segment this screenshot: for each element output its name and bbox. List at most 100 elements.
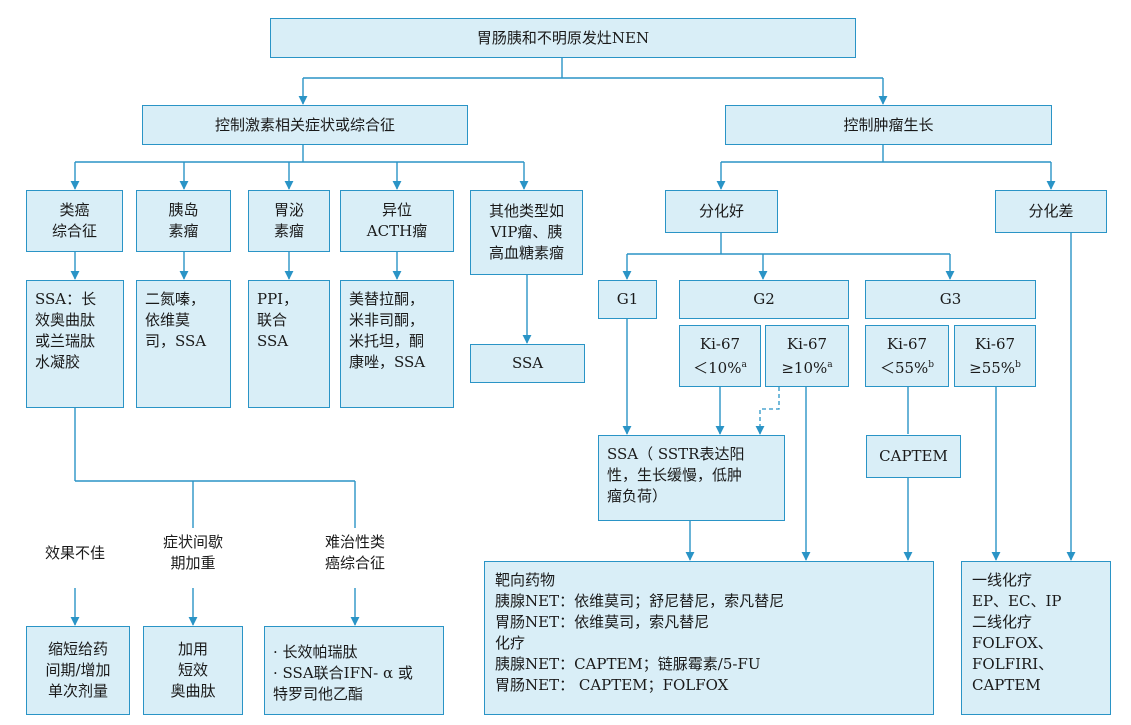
footnote-mark: b (928, 359, 935, 370)
ki67-line: Ki-67 (699, 334, 741, 353)
ssa-sstr-line: 瘤负荷） (607, 487, 668, 505)
diff-poor-box: 分化差 (995, 190, 1107, 233)
hormone-control-label: 控制激素相关症状或综合征 (214, 115, 395, 134)
ki67-line: ＜10%a (693, 355, 747, 379)
ssa-sstr-box: SSA（ SSTR表达阳 性，生长缓慢，低肿 瘤负荷） (598, 435, 785, 521)
footnote-mark: a (827, 359, 833, 370)
syndrome-box-ectopic-acth: 异位 ACTH瘤 (340, 190, 454, 252)
ki67-value: ≥55% (969, 358, 1016, 377)
targeted-line: 胰腺NET：依维莫司；舒尼替尼，索凡替尼 (495, 592, 785, 610)
outcome-line: 期加重 (170, 554, 216, 572)
chemo-line: EP、EC、IP (972, 592, 1062, 610)
treatment-line: 联合 (257, 311, 288, 329)
syndrome-line: 综合征 (51, 222, 97, 240)
targeted-line: 胃肠NET： CAPTEM；FOLFOX (495, 676, 729, 694)
ki67-box-lt10: Ki-67 ＜10%a (679, 325, 761, 387)
action-line: 单次剂量 (47, 682, 108, 700)
grade-g3-box: G3 (865, 280, 1036, 319)
syndrome-line: ACTH瘤 (366, 222, 428, 240)
outcome-label-refractory: 难治性类 癌综合征 (300, 532, 410, 574)
syndrome-line: 素瘤 (273, 222, 304, 240)
treatment-line: 司，SSA (145, 332, 207, 350)
chemo-line: FOLFIRI、 (972, 655, 1054, 673)
targeted-line: 化疗 (495, 634, 526, 652)
syndrome-line: 高血糖素瘤 (488, 244, 564, 262)
treatment-line: SSA (257, 332, 289, 350)
syndrome-box-carcinoid: 类癌 综合征 (26, 190, 123, 252)
grade-g2-label: G2 (753, 290, 775, 308)
footnote-mark: a (741, 359, 747, 370)
outcome-line: 症状间歇 (162, 533, 223, 551)
treatment-box-ssa: SSA：长 效奥曲肽 或兰瑞肽 水凝胶 (26, 280, 124, 408)
ssa-sstr-line: 性，生长缓慢，低肿 (607, 466, 743, 484)
root-box: 胃肠胰和不明原发灶NEN (270, 18, 856, 58)
targeted-therapy-box: 靶向药物 胰腺NET：依维莫司；舒尼替尼，索凡替尼 胃肠NET：依维莫司，索凡替… (484, 561, 934, 715)
syndrome-box-other: 其他类型如 VIP瘤、胰 高血糖素瘤 (470, 190, 583, 275)
treatment-line: 康唑，SSA (349, 353, 426, 371)
treatment-line: 效奥曲肽 (35, 311, 96, 329)
outcome-line: 癌综合征 (324, 554, 385, 572)
chemo-line: 二线化疗 (972, 613, 1033, 631)
ki67-box-ge10: Ki-67 ≥10%a (765, 325, 849, 387)
root-label: 胃肠胰和不明原发灶NEN (476, 28, 650, 47)
ki67-line: ≥55%b (969, 355, 1021, 379)
syndrome-line: VIP瘤、胰 (490, 223, 563, 241)
targeted-line: 胰腺NET：CAPTEM；链脲霉素/5-FU (495, 655, 761, 673)
targeted-line: 胃肠NET：依维莫司，索凡替尼 (495, 613, 710, 631)
captem-box: CAPTEM (866, 435, 961, 478)
ki67-box-ge55: Ki-67 ≥55%b (954, 325, 1036, 387)
chemo-line: 一线化疗 (972, 571, 1033, 589)
tumor-control-label: 控制肿瘤生长 (843, 115, 934, 134)
chemo-line: CAPTEM (972, 676, 1041, 694)
grade-g1-label: G1 (616, 290, 639, 308)
ki67-line: Ki-67 (974, 334, 1016, 353)
action-line: 特罗司他乙酯 (273, 685, 364, 703)
treatment-box-other-ssa: SSA (470, 344, 585, 383)
ssa-sstr-line: SSA（ SSTR表达阳 (607, 445, 745, 463)
ki67-value: ＜55% (879, 358, 929, 377)
action-line: 缩短给药 (47, 640, 108, 658)
syndrome-line: 胰岛 (168, 201, 199, 219)
ki67-line: Ki-67 (786, 334, 828, 353)
outcome-line: 难治性类 (324, 533, 385, 551)
action-line: · 长效帕瑞肽 (273, 643, 358, 661)
diff-good-box: 分化好 (665, 190, 778, 233)
action-line: 加用 (177, 640, 208, 658)
syndrome-line: 类癌 (59, 201, 90, 219)
treatment-line: 或兰瑞肽 (35, 332, 96, 350)
outcome-label-intermittent: 症状间歇 期加重 (143, 532, 243, 574)
ki67-value: ≥10% (781, 358, 828, 377)
syndrome-line: 素瘤 (168, 222, 199, 240)
connector-dashed-ki67-2-to-ssa (755, 387, 780, 435)
action-box-shorten-interval: 缩短给药 间期/增加 单次剂量 (26, 626, 130, 715)
ki67-line: Ki-67 (886, 334, 928, 353)
treatment-line: 米托坦，酮 (349, 332, 425, 350)
action-line: 短效 (177, 661, 208, 679)
outcome-line: 效果不佳 (44, 544, 105, 562)
footnote-mark: b (1015, 359, 1021, 370)
ki67-value: ＜10% (693, 358, 742, 377)
action-line: 间期/增加 (45, 661, 111, 679)
syndrome-line: 胃泌 (273, 201, 304, 219)
syndrome-box-gastrinoma: 胃泌 素瘤 (248, 190, 330, 252)
syndrome-line: 异位 (381, 201, 412, 219)
grade-g2-box: G2 (679, 280, 849, 319)
treatment-line: PPI， (257, 290, 299, 308)
treatment-line: 水凝胶 (35, 353, 81, 371)
treatment-line: 依维莫 (145, 311, 191, 329)
diff-good-label: 分化好 (698, 202, 744, 220)
grade-g1-box: G1 (598, 280, 657, 319)
treatment-box-ppi: PPI， 联合 SSA (248, 280, 330, 408)
tumor-control-box: 控制肿瘤生长 (725, 105, 1052, 145)
treatment-line: 米非司酮， (349, 311, 425, 329)
treatment-box-metyrapone: 美替拉酮， 米非司酮， 米托坦，酮 康唑，SSA (340, 280, 454, 408)
treatment-box-diazoxide: 二氮嗪， 依维莫 司，SSA (136, 280, 231, 408)
treatment-line: SSA (511, 354, 544, 372)
chemo-line: FOLFOX、 (972, 634, 1053, 652)
treatment-line: 二氮嗪， (145, 290, 206, 308)
ki67-line: ＜55%b (880, 355, 934, 379)
chemotherapy-box: 一线化疗 EP、EC、IP 二线化疗 FOLFOX、 FOLFIRI、 CAPT… (961, 561, 1111, 715)
diff-poor-label: 分化差 (1028, 202, 1074, 220)
treatment-line: SSA：长 (35, 290, 97, 308)
